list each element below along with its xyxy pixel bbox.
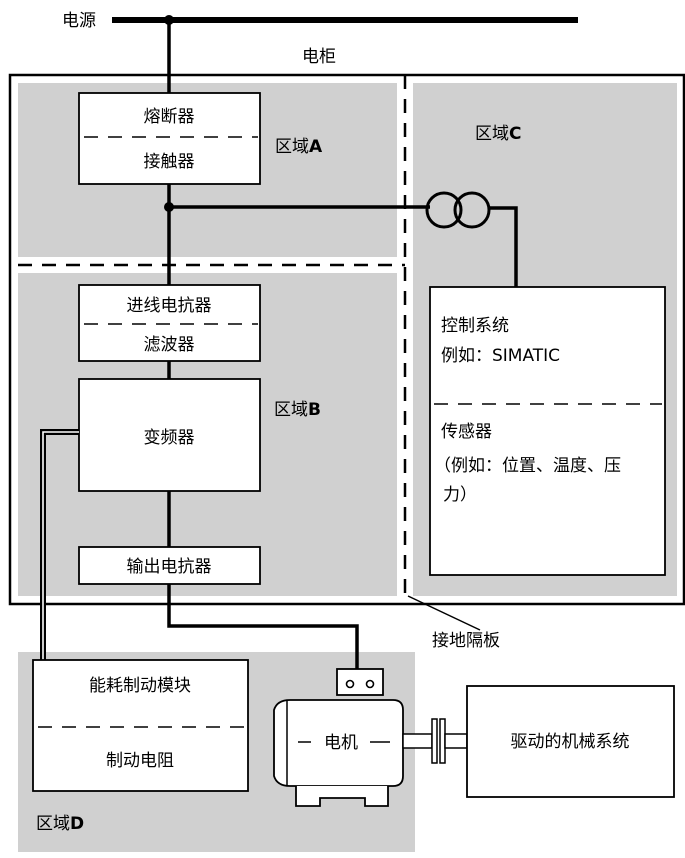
cabinet-label: 电柜 <box>302 47 336 67</box>
filter-label: 滤波器 <box>144 335 195 355</box>
braking-box <box>32 659 249 792</box>
output-reactor-label: 输出电抗器 <box>127 557 212 577</box>
contactor-label: 接触器 <box>144 152 195 172</box>
ground-plate-label: 接地隔板 <box>432 631 500 651</box>
mechanical-system-box <box>466 685 675 798</box>
output-reactor-box <box>78 546 261 585</box>
cabinet-outline <box>8 73 685 606</box>
transformer-coil-1 <box>425 191 463 229</box>
zone-b-label: 区域B <box>274 400 321 420</box>
transformer-to-control <box>489 206 518 287</box>
fuse-label: 熔断器 <box>144 107 195 127</box>
braking-line-inner <box>42 431 79 660</box>
control-system-box <box>429 286 666 576</box>
motor-label: 电机 <box>324 733 358 753</box>
braking-resistor-label: 制动电阻 <box>106 751 174 771</box>
sensor-example-line2: 力） <box>443 485 477 505</box>
zone-c-label: 区域C <box>475 124 521 144</box>
fuse-contactor-box <box>78 92 261 185</box>
braking-module-label: 能耗制动模块 <box>89 676 191 696</box>
control-system-label: 控制系统 <box>441 316 509 336</box>
mechanical-system-label: 驱动的机械系统 <box>511 732 630 752</box>
transformer-coil-2 <box>453 191 491 229</box>
line-reactor-label: 进线电抗器 <box>127 296 212 316</box>
motor-icon <box>273 668 468 807</box>
power-supply-label: 电源 <box>62 11 96 31</box>
sensor-example-line1: （例如：位置、温度、压 <box>434 456 621 476</box>
zone-d-label: 区域D <box>36 814 84 834</box>
output-to-motor-line <box>167 584 359 669</box>
sensor-title: 传感器 <box>441 422 492 442</box>
ground-plate-pointer <box>407 595 481 631</box>
zone-a-label: 区域A <box>275 137 323 157</box>
line-reactor-filter-box <box>78 284 261 362</box>
inverter-label: 变频器 <box>144 428 195 448</box>
control-example-label: 例如：SIMATIC <box>441 346 560 366</box>
